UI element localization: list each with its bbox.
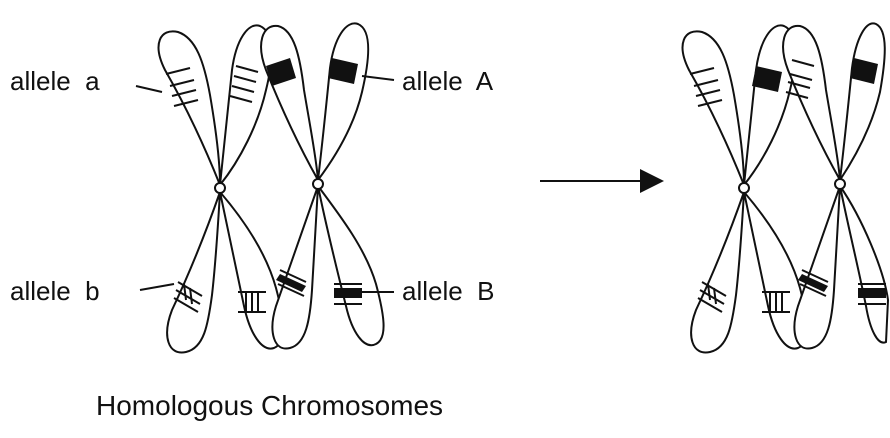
label-allele-a: allele a bbox=[10, 68, 100, 94]
right-c2-centromere bbox=[835, 179, 845, 189]
left-c2-centromere bbox=[313, 179, 323, 189]
leader-allele-b bbox=[140, 284, 174, 290]
leader-allele-a bbox=[136, 86, 162, 92]
label-allele-A: allele A bbox=[402, 68, 493, 94]
left-c2-arm-lower-left bbox=[272, 186, 318, 349]
right-c2-arm-lower-left bbox=[794, 186, 840, 349]
left-chromosome-1 bbox=[159, 25, 284, 352]
left-c2-arm-lower-right bbox=[318, 186, 384, 345]
left-c2-arm-upper-right bbox=[318, 23, 368, 180]
right-chromosome-1 bbox=[683, 25, 808, 352]
diagram-caption: Homologous Chromosomes bbox=[96, 392, 443, 420]
left-c2-band-lower-right bbox=[334, 288, 362, 298]
right-c2-arm-upper-right bbox=[840, 23, 885, 180]
left-c1-arm-lower-left bbox=[167, 192, 220, 353]
left-c1-centromere bbox=[215, 183, 225, 193]
label-allele-b: allele b bbox=[10, 278, 100, 304]
left-c2-arm-upper-left bbox=[261, 26, 318, 180]
right-c2-arm-upper-left bbox=[783, 26, 840, 180]
leader-allele-A bbox=[362, 76, 394, 80]
left-c1-arm-upper-left bbox=[159, 31, 220, 185]
right-c1-arm-lower-left bbox=[691, 192, 744, 353]
right-c2-band-lower-right bbox=[858, 288, 886, 298]
right-c1-centromere bbox=[739, 183, 749, 193]
label-allele-B: allele B bbox=[402, 278, 495, 304]
right-c1-arm-upper-left bbox=[683, 31, 744, 185]
right-c2-arm-lower-right bbox=[840, 186, 888, 343]
